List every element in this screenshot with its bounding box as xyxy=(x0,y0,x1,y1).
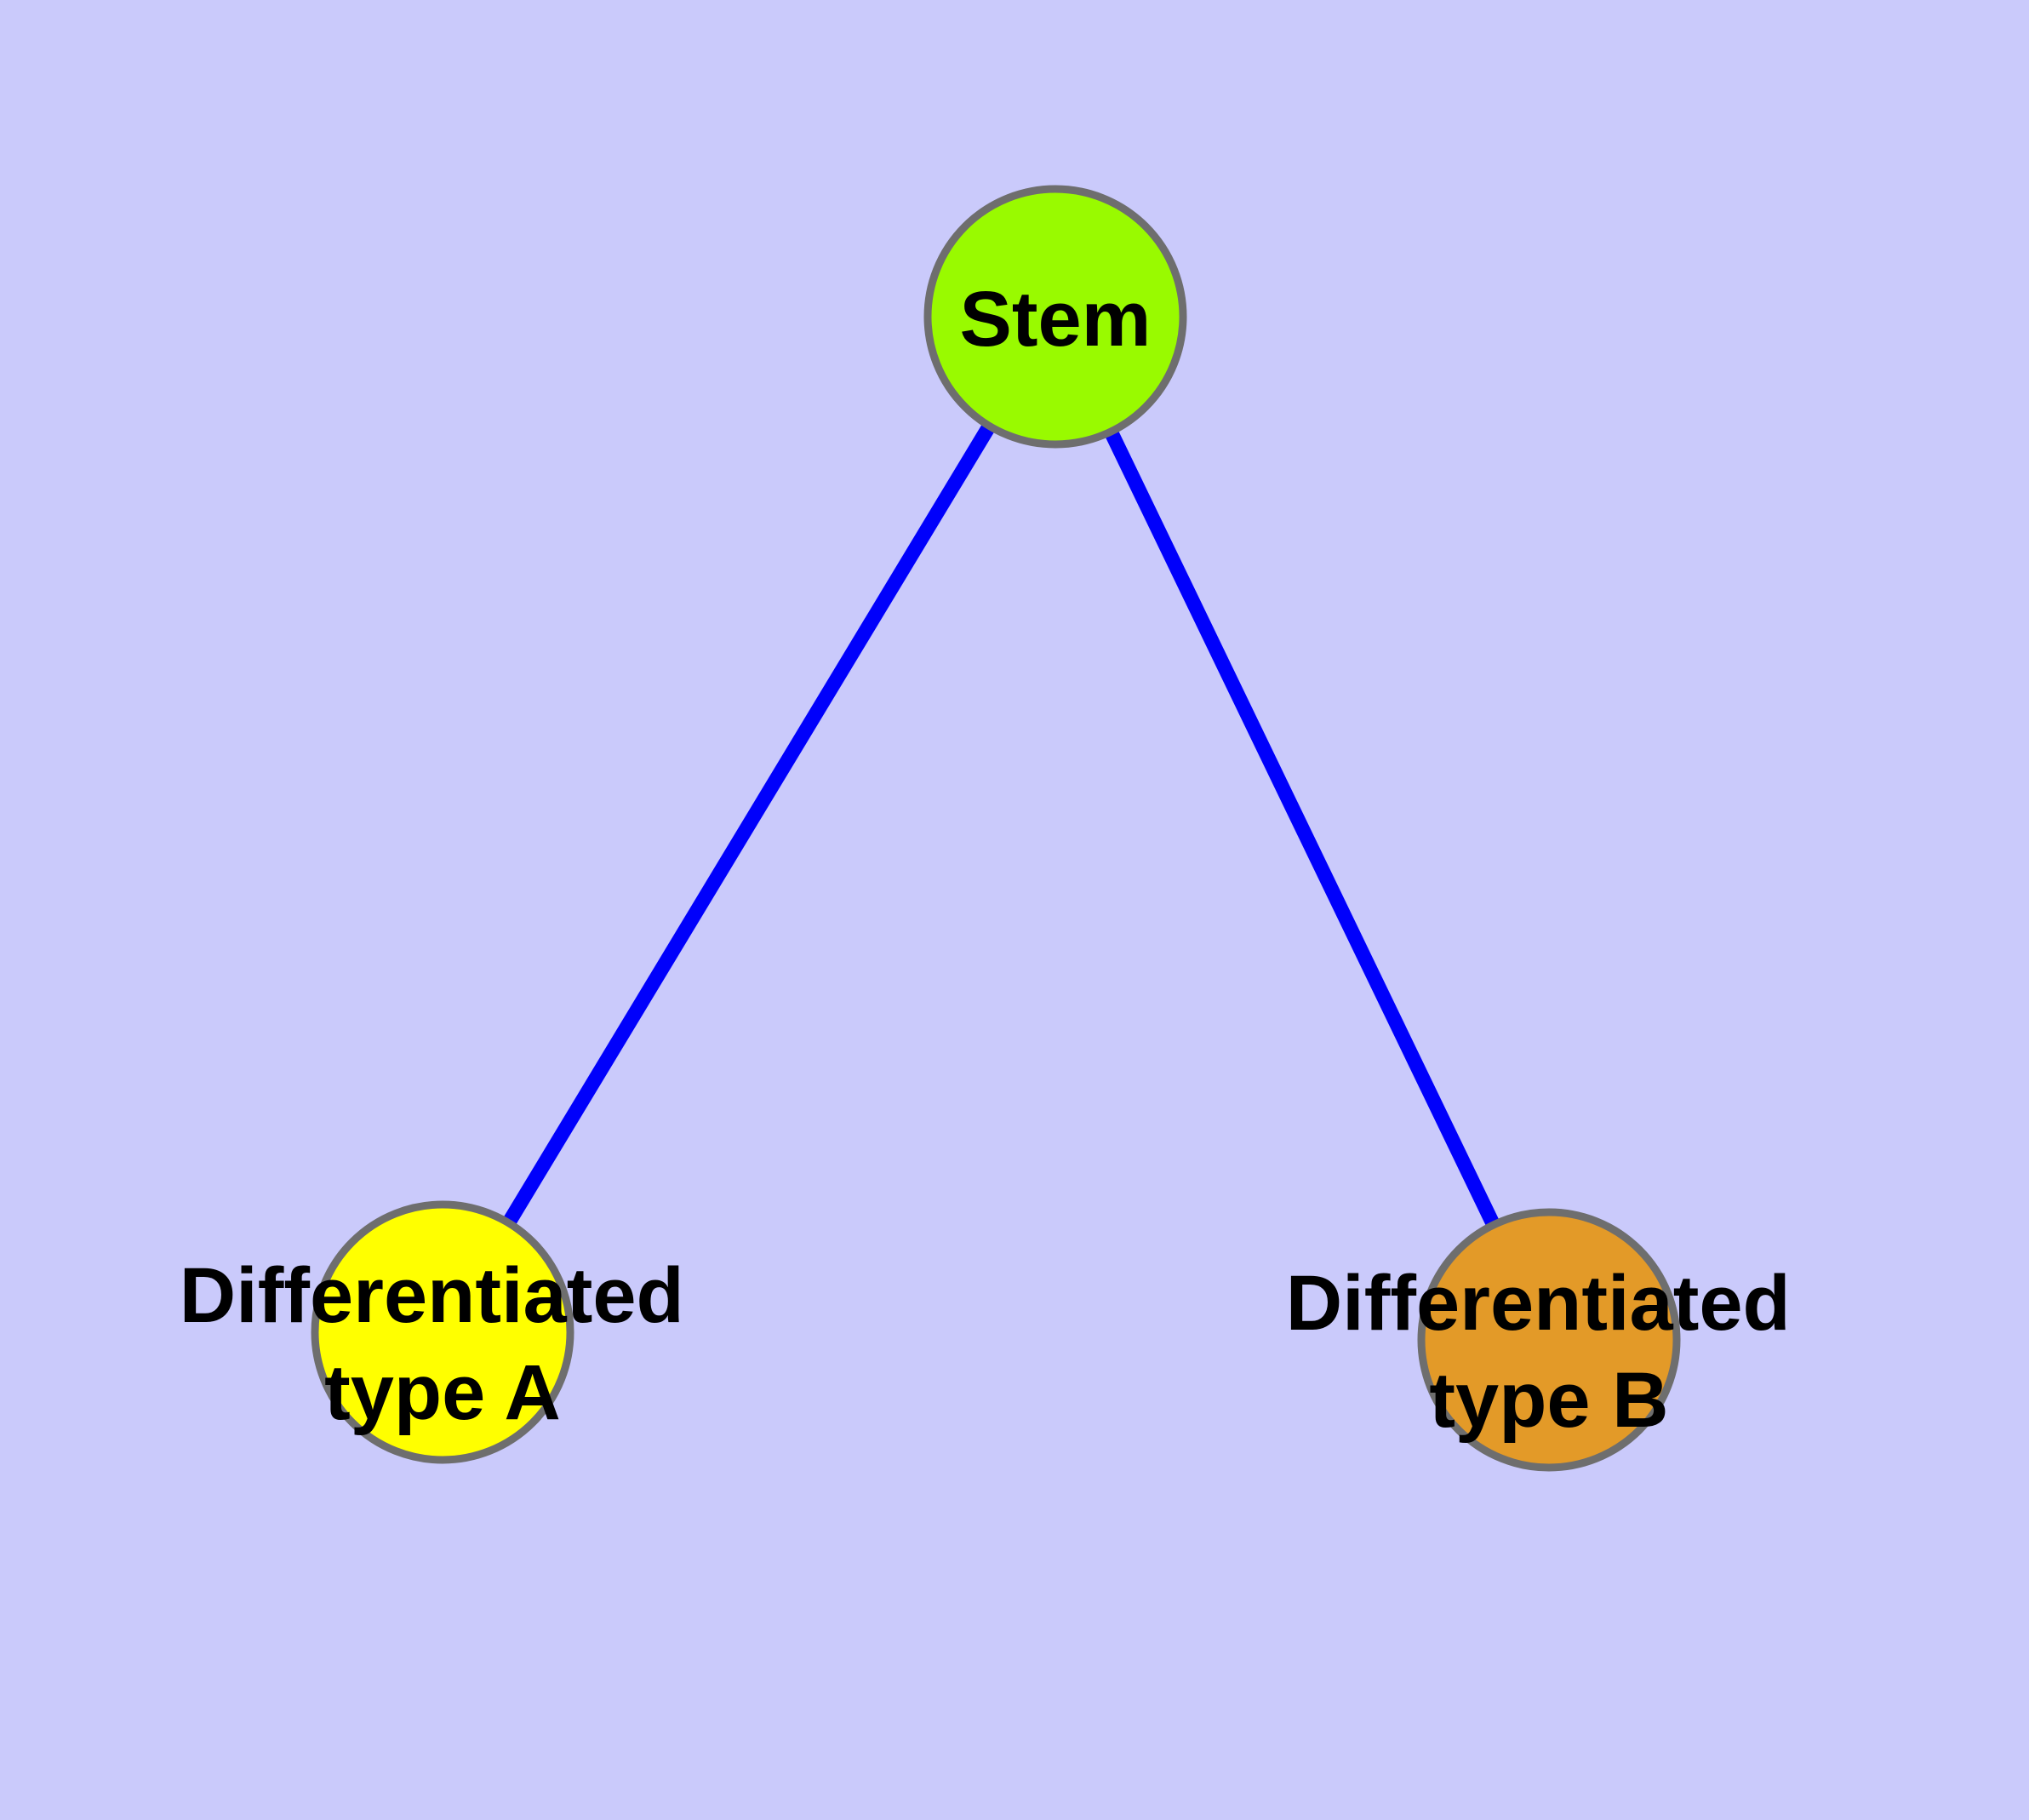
node-type-b xyxy=(1417,1208,1681,1472)
node-type-b-label: Differentiated type B xyxy=(1286,1260,1813,1444)
node-type-b-label-line2: type B xyxy=(1429,1357,1668,1444)
node-type-a-label-line1: Differentiated xyxy=(180,1252,684,1339)
node-stem xyxy=(923,185,1187,449)
node-type-a-label-line2: type A xyxy=(324,1349,561,1436)
node-type-b-label-line1: Differentiated xyxy=(1286,1260,1791,1347)
edge-stem-to-type-b xyxy=(1049,313,1556,1343)
node-type-a-label: Differentiated type A xyxy=(180,1252,706,1436)
node-type-a xyxy=(311,1200,574,1464)
node-stem-label: Stem xyxy=(960,276,1152,363)
edge-stem-to-type-a xyxy=(436,312,1062,1336)
